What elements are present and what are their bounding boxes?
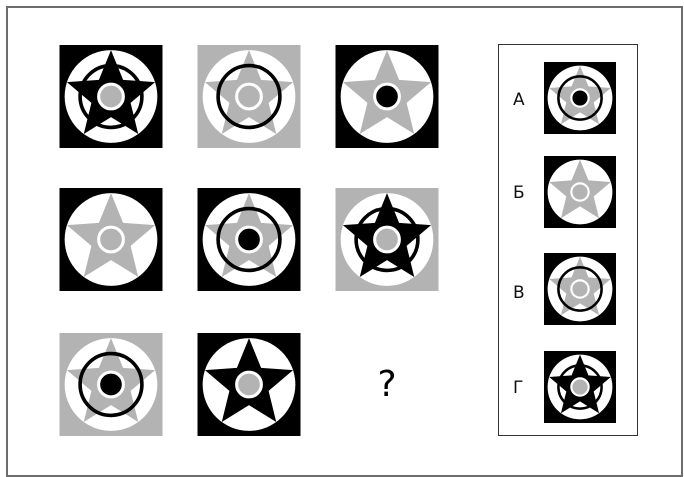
center-dot [99, 227, 124, 252]
center-dot [375, 227, 400, 252]
grid-tile-r1c3 [335, 45, 439, 148]
option-tile-a[interactable] [544, 62, 616, 134]
center-dot [99, 84, 124, 109]
option-label-b: Б [513, 183, 525, 203]
grid-tile-r3c2 [197, 333, 301, 436]
option-tile-b[interactable] [544, 156, 616, 228]
grid-tile-r2c1 [59, 188, 163, 291]
center-dot [375, 84, 400, 109]
center-dot [237, 372, 262, 397]
center-dot [571, 378, 588, 395]
option-tile-v[interactable] [544, 253, 616, 325]
grid-tile-r1c2 [197, 45, 301, 148]
grid-tile-r2c2 [197, 188, 301, 291]
grid-tile-r2c3 [335, 188, 439, 291]
grid-tile-r3c1 [59, 333, 163, 436]
center-dot [571, 89, 588, 106]
question-mark: ? [372, 360, 402, 410]
option-label-a: А [513, 90, 525, 110]
center-dot [237, 84, 262, 109]
center-dot [571, 280, 588, 297]
center-dot [571, 183, 588, 200]
option-label-g: Г [513, 378, 523, 398]
center-dot [99, 372, 124, 397]
option-label-v: В [513, 283, 525, 303]
grid-tile-r1c1 [59, 45, 163, 148]
center-dot [237, 227, 262, 252]
option-tile-g[interactable] [544, 351, 616, 423]
